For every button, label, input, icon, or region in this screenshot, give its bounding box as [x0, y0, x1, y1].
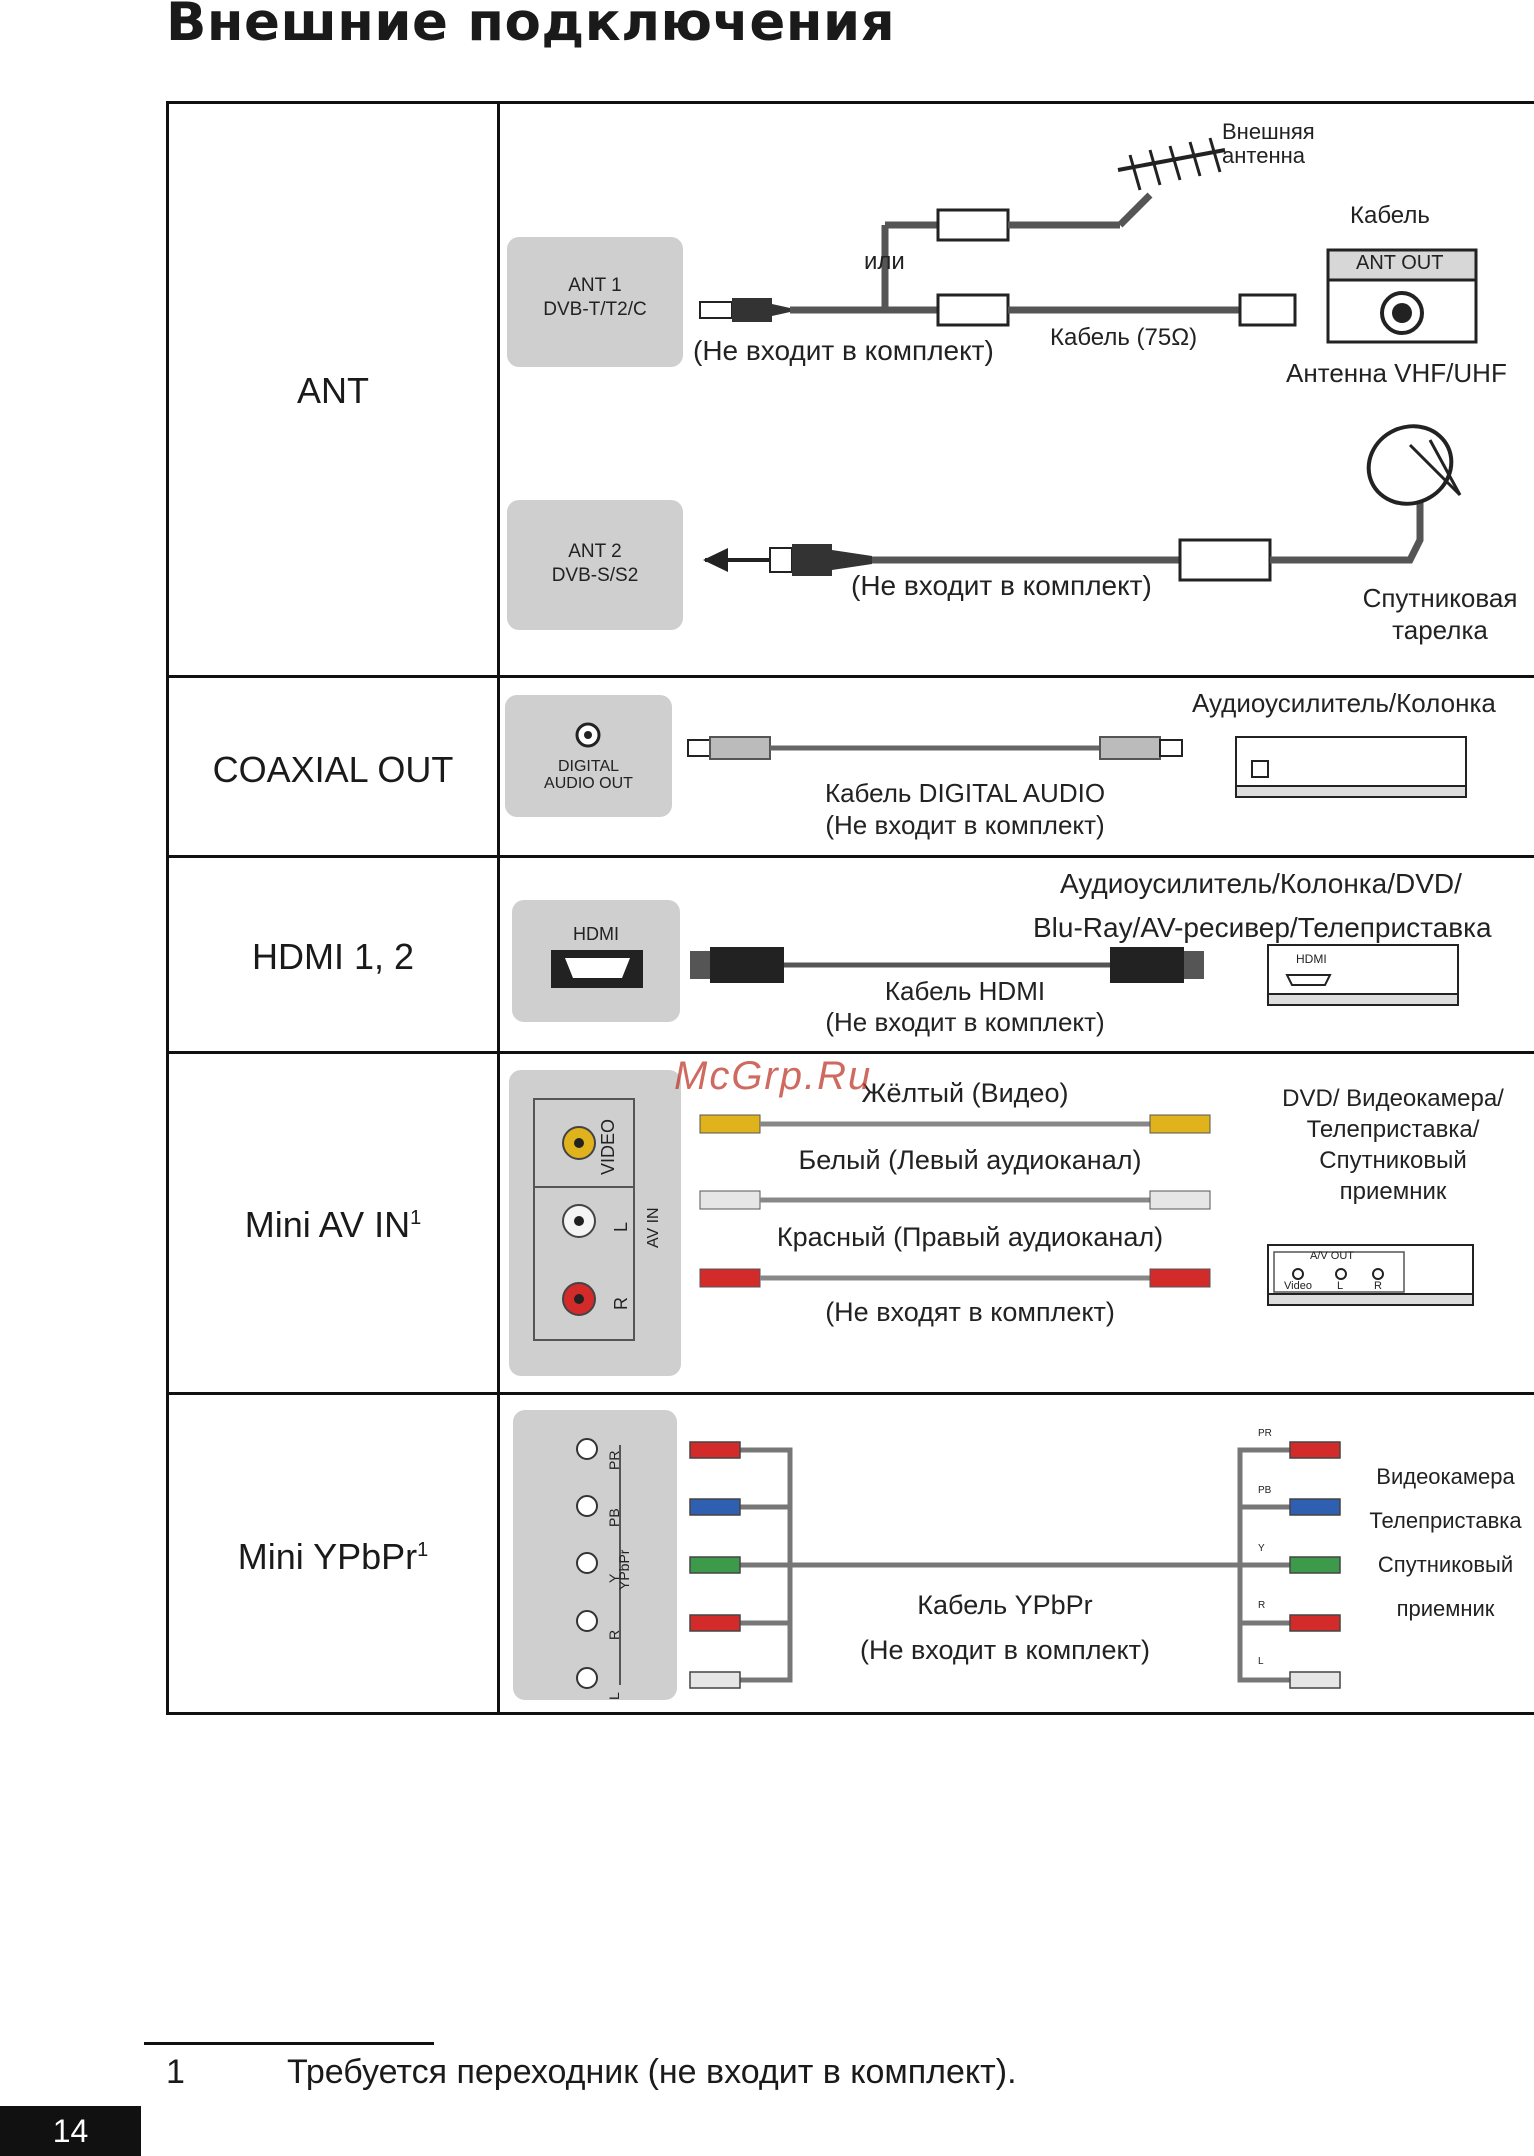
coaxial-cable-label: Кабель DIGITAL AUDIO — [824, 778, 1106, 808]
row-divider — [169, 855, 1534, 858]
ypbpr-port-caption: YPbPr — [616, 1549, 632, 1590]
ypbpr-right-label: Y — [1258, 1543, 1265, 1554]
av-not-included: (Не входят в комплект) — [825, 1297, 1115, 1327]
or-label: или — [864, 248, 905, 275]
ypbpr-device-label: Видеокамера Телеприставка Спутниковый пр… — [1369, 1464, 1522, 1621]
page-number: 14 — [0, 2106, 141, 2156]
row-divider — [169, 675, 1534, 678]
coaxial-not-included: (Не входит в комплект) — [825, 810, 1105, 840]
ypbpr-port-pb: PB — [606, 1508, 622, 1527]
ant-out-label: ANT OUT — [1356, 252, 1444, 274]
av-out-video: Video — [1284, 1280, 1312, 1292]
ant2-not-included: (Не входит в комплект) — [851, 570, 1152, 601]
ypbpr-panel — [513, 1410, 677, 1700]
ypbpr-right-label: L — [1258, 1656, 1264, 1667]
ant2-panel — [507, 500, 683, 630]
hdmi-cable-label: Кабель HDMI — [884, 976, 1046, 1006]
row-divider — [169, 1051, 1534, 1054]
watermark: McGrp.Ru — [674, 1054, 873, 1098]
av-yellow-label: Жёлтый (Видео) — [861, 1078, 1069, 1108]
column-divider — [497, 104, 500, 1712]
satellite-label: Спутниковая тарелка — [1362, 583, 1518, 645]
coaxial-panel — [505, 695, 672, 817]
av-device-label: DVD/ Видеокамера/ Телеприставка/ Спутник… — [1282, 1085, 1504, 1205]
hdmi-device-port-label: HDMI — [1296, 952, 1327, 966]
hdmi-device-line2: Blu-Ray/AV-ресивер/Телеприставка — [1033, 912, 1492, 943]
footnote-rule — [144, 2042, 434, 2045]
ant1-panel — [507, 237, 683, 367]
row-label-hdmi: HDMI 1, 2 — [251, 936, 415, 977]
ant2-panel-label: ANT 2 DVB-S/S2 — [551, 541, 639, 586]
coaxial-device-label: Аудиоусилитель/Колонка — [1192, 688, 1496, 718]
external-antenna-label: Внешняя антенна — [1222, 119, 1315, 168]
hdmi-device-line1: Аудиоусилитель/Колонка/DVD/ — [1060, 868, 1462, 899]
ypbpr-port-pr: PR — [606, 1450, 622, 1470]
av-out-r: R — [1374, 1280, 1382, 1292]
row-label-av: Mini AV IN1 — [244, 1204, 422, 1245]
row-label-ant: ANT — [297, 370, 369, 411]
av-port-r: R — [611, 1297, 631, 1310]
antenna-vhf-label: Антенна VHF/UHF — [1286, 358, 1507, 388]
av-cable-red — [699, 1268, 1211, 1288]
cable-label: Кабель — [1350, 202, 1430, 229]
row-label-ypbpr: Mini YPbPr1 — [237, 1536, 429, 1577]
ant1-not-included: (Не входит в комплект) — [693, 335, 994, 366]
cable-75-label: Кабель (75Ω) — [1050, 324, 1198, 351]
av-red-label: Красный (Правый аудиоканал) — [776, 1222, 1164, 1252]
footnote-text: Требуется переходник (не входит в компле… — [287, 2053, 1017, 2091]
av-out-l: L — [1337, 1280, 1344, 1292]
ypbpr-right-label: PB — [1258, 1485, 1272, 1496]
ypbpr-port-r: R — [606, 1629, 622, 1640]
ypbpr-right-label: R — [1258, 1600, 1266, 1611]
av-cable-yellow — [699, 1114, 1211, 1134]
av-out-label: A/V OUT — [1310, 1250, 1355, 1262]
av-in-label: AV IN — [645, 1207, 662, 1248]
footnote-number: 1 — [166, 2053, 185, 2091]
av-cable-white — [699, 1190, 1211, 1210]
hdmi-not-included: (Не входит в комплект) — [825, 1007, 1105, 1037]
row-label-coaxial: COAXIAL OUT — [212, 749, 454, 790]
ypbpr-right-label: PR — [1258, 1428, 1272, 1439]
hdmi-panel-label: HDMI — [573, 924, 619, 944]
av-port-l: L — [611, 1221, 631, 1232]
ant1-panel-label: ANT 1 DVB-T/T2/C — [543, 275, 647, 320]
av-port-video: VIDEO — [598, 1118, 618, 1175]
ypbpr-not-included: (Не входит в комплект) — [859, 1635, 1151, 1665]
page-title: Внешние подключения — [166, 0, 896, 53]
coaxial-panel-label: DIGITAL AUDIO OUT — [544, 758, 633, 792]
row-divider — [169, 1392, 1534, 1395]
av-white-label: Белый (Левый аудиоканал) — [798, 1145, 1142, 1175]
ypbpr-cable-label: Кабель YPbPr — [917, 1590, 1093, 1620]
connections-table: ANT COAXIAL OUT HDMI 1, 2 Mini AV IN1 Mi… — [166, 101, 1534, 1715]
ypbpr-port-l: L — [606, 1692, 622, 1700]
